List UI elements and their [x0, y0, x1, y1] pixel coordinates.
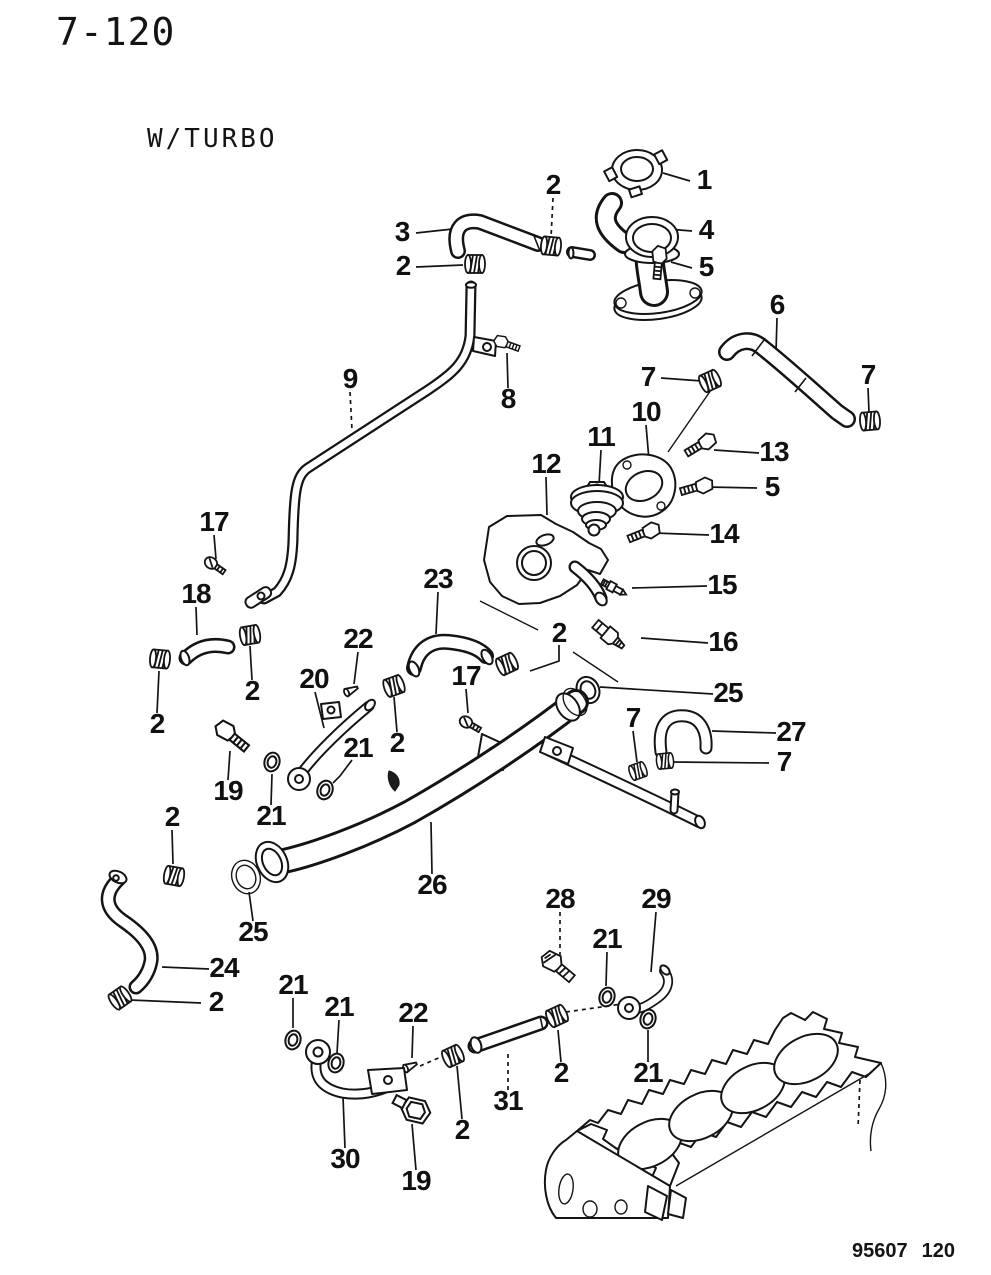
- screw-17: [201, 553, 229, 578]
- bolt-8: [491, 332, 522, 355]
- water-pipe-9: [244, 282, 497, 609]
- hose-23: [407, 642, 495, 678]
- radiator-cap: [603, 149, 669, 199]
- parts: [107, 149, 882, 1129]
- fitting-28: [536, 946, 580, 987]
- water-inlet-pipe-26: [254, 687, 706, 884]
- o-ring-21: [282, 1027, 304, 1053]
- hose-27: [660, 716, 706, 752]
- thermostat-housing-12: [483, 514, 609, 607]
- hose-6: [727, 340, 847, 419]
- bolt-19: [210, 716, 254, 756]
- clamp-2: [148, 648, 172, 670]
- clamp-2: [439, 1042, 467, 1070]
- variant-label: W/TURBO: [147, 124, 278, 154]
- o-ring-25: [230, 859, 262, 895]
- thermostat-11: [570, 481, 624, 537]
- figure-number: 7-120: [56, 10, 176, 54]
- water-line-20: [287, 698, 400, 792]
- elbow-fitting: [387, 770, 400, 792]
- pipe-31: [469, 1016, 543, 1054]
- clamp-2: [380, 673, 408, 699]
- clamp-2: [464, 254, 486, 274]
- doc-code: 95607: [852, 1240, 908, 1262]
- bolt-14: [625, 519, 664, 548]
- bolt-19: [387, 1087, 435, 1129]
- pipe-30: [305, 1039, 408, 1094]
- clamp-2: [237, 623, 263, 647]
- o-ring-21: [261, 749, 283, 775]
- o-ring-21: [313, 777, 337, 803]
- hose-3: [456, 221, 540, 251]
- clamp-2: [161, 864, 187, 888]
- cylinder-block: [543, 1011, 887, 1221]
- clamp-2: [493, 650, 521, 678]
- clamp-7: [696, 367, 724, 395]
- screw-17: [456, 713, 484, 736]
- footer-code: 95607 120: [852, 1241, 955, 1261]
- filler-neck: [569, 203, 703, 321]
- bolt-13: [681, 429, 720, 462]
- hose-29: [617, 964, 671, 1020]
- clamp-7: [626, 760, 650, 782]
- bolt-5: [678, 474, 716, 501]
- temp-sensor-16: [589, 617, 629, 654]
- plug-22: [341, 682, 361, 698]
- clamp-7: [655, 751, 675, 771]
- hose-24: [108, 869, 152, 987]
- hose-18: [179, 645, 228, 667]
- clamp-2: [539, 235, 563, 257]
- doc-page: 120: [921, 1240, 955, 1262]
- block-front-face: [543, 1130, 671, 1219]
- leader-lines: [129, 172, 870, 1171]
- clamp-7: [858, 410, 882, 432]
